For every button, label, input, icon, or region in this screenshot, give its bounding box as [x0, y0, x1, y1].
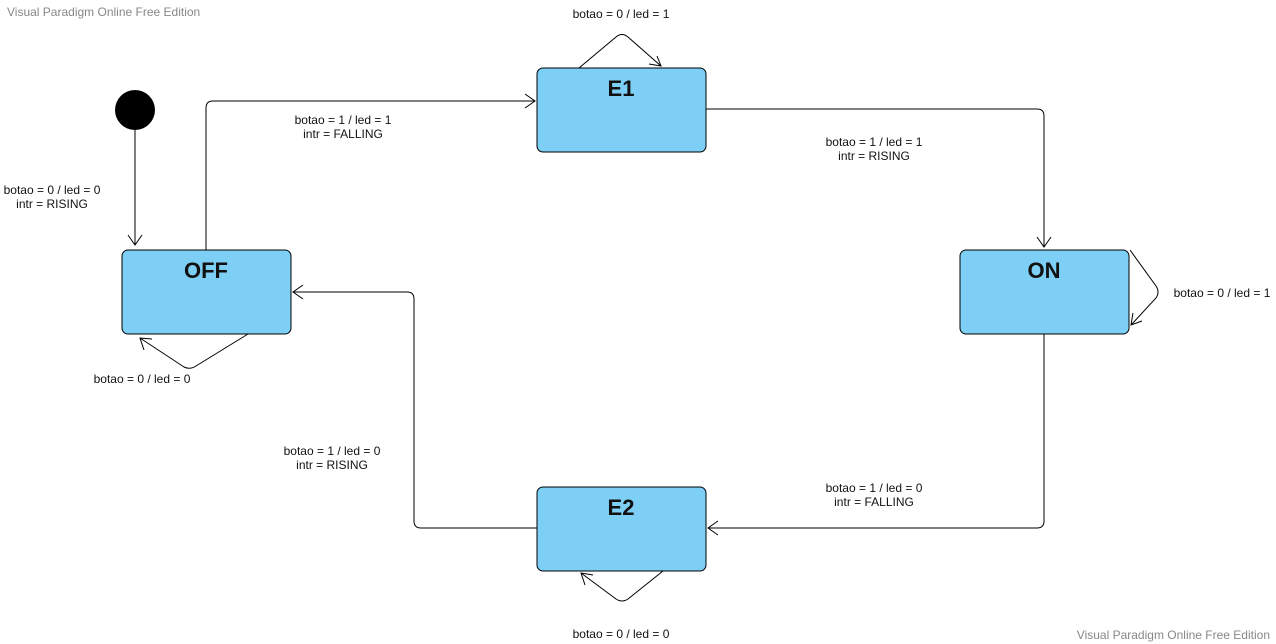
- edge-e2-to-off[interactable]: [292, 284, 537, 529]
- label-e2-self: botao = 0 / led = 0: [573, 627, 670, 641]
- state-e1-label: E1: [608, 76, 635, 101]
- initial-node[interactable]: [115, 90, 155, 130]
- edge-off-self[interactable]: [139, 333, 249, 369]
- state-e1-box: [536, 67, 707, 153]
- edge-initial-to-off[interactable]: [127, 130, 143, 246]
- state-off-label: OFF: [184, 258, 228, 283]
- label-on-to-e2-trigger: intr = FALLING: [834, 495, 914, 509]
- label-e1-to-on-guard: botao = 1 / led = 1: [826, 135, 923, 149]
- label-initial-to-off-guard: botao = 0 / led = 0: [4, 183, 101, 197]
- edge-off-to-e1[interactable]: [205, 93, 536, 250]
- watermark-top: Visual Paradigm Online Free Edition: [7, 5, 201, 19]
- label-e1-self: botao = 0 / led = 1: [573, 7, 670, 21]
- state-on-box: [959, 249, 1130, 335]
- state-off[interactable]: OFF: [121, 249, 292, 335]
- transition-labels: botao = 0 / led = 0 intr = RISING botao …: [4, 7, 1271, 641]
- state-e2-box: [536, 486, 707, 572]
- state-on[interactable]: ON: [959, 249, 1130, 335]
- state-e2[interactable]: E2: [536, 486, 707, 572]
- label-e2-to-off-guard: botao = 1 / led = 0: [284, 444, 381, 458]
- label-e1-to-on-trigger: intr = RISING: [838, 149, 910, 163]
- transition-edges: [127, 34, 1159, 602]
- label-off-to-e1-guard: botao = 1 / led = 1: [295, 113, 392, 127]
- edge-e1-to-on[interactable]: [706, 108, 1052, 248]
- state-on-label: ON: [1028, 258, 1061, 283]
- edge-on-self[interactable]: [1129, 249, 1159, 326]
- state-e2-label: E2: [608, 495, 635, 520]
- label-on-to-e2-guard: botao = 1 / led = 0: [826, 481, 923, 495]
- label-on-self: botao = 0 / led = 1: [1174, 286, 1271, 300]
- label-off-to-e1-trigger: intr = FALLING: [303, 127, 383, 141]
- label-e2-to-off-trigger: intr = RISING: [296, 458, 368, 472]
- edge-on-to-e2[interactable]: [707, 334, 1045, 536]
- state-e1[interactable]: E1: [536, 67, 707, 153]
- edge-e2-self[interactable]: [580, 570, 664, 602]
- edge-e1-self[interactable]: [578, 34, 662, 69]
- label-off-self: botao = 0 / led = 0: [94, 372, 191, 386]
- watermark-bottom: Visual Paradigm Online Free Edition: [1076, 628, 1270, 642]
- state-off-box: [121, 249, 292, 335]
- label-initial-to-off-trigger: intr = RISING: [16, 197, 88, 211]
